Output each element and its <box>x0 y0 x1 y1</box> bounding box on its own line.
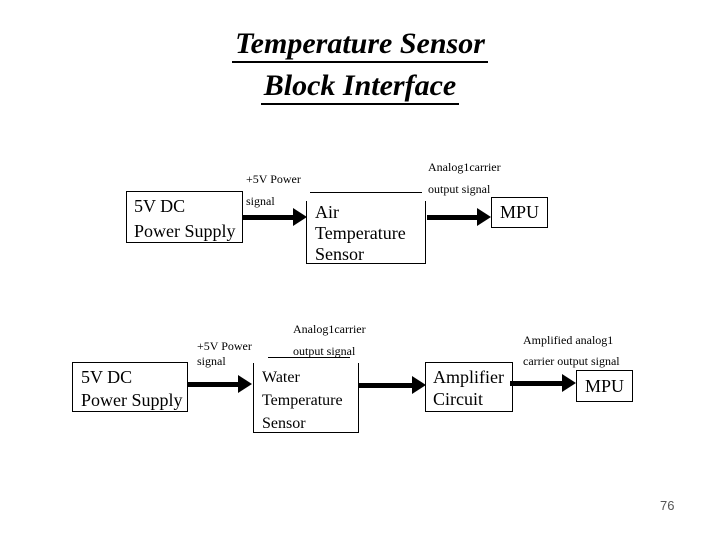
arrow-right-icon <box>238 375 252 393</box>
block-water-temperature-sensor: Water Temperature Sensor <box>253 363 359 433</box>
arrow-shaft <box>188 381 238 387</box>
block-power-supply-water: 5V DC Power Supply <box>72 362 188 412</box>
arrow-right-icon <box>412 376 426 394</box>
label-analog-carrier-water: Analog1carrier output signal <box>293 322 366 358</box>
arrow-right-icon <box>477 208 491 226</box>
arrow-amplifier-to-mpu <box>510 374 576 392</box>
label-power-signal-air: +5V Power signal <box>246 172 301 208</box>
block-mpu-water: MPU <box>576 370 633 402</box>
arrow-shaft <box>242 214 293 220</box>
air-sensor-top-edge-line <box>310 192 422 193</box>
title-line-1: Temperature Sensor <box>0 23 720 65</box>
block-amplifier-circuit: Amplifier Circuit <box>425 362 513 412</box>
label-power-signal-water: +5V Power signal <box>197 339 252 368</box>
water-sensor-top-edge-line <box>268 357 350 358</box>
label-amplified-carrier: Amplified analog1 carrier output signal <box>523 333 620 368</box>
block-mpu-air: MPU <box>491 197 548 228</box>
block-power-supply-air: 5V DC Power Supply <box>126 191 243 243</box>
title-line-2: Block Interface <box>0 65 720 107</box>
arrow-shaft <box>359 382 412 388</box>
arrow-water-sensor-to-amplifier <box>359 376 426 394</box>
arrow-right-icon <box>562 374 576 392</box>
arrow-shaft <box>427 214 477 220</box>
arrow-shaft <box>510 380 562 386</box>
block-air-temperature-sensor: Air Temperature Sensor <box>306 201 426 264</box>
arrow-right-icon <box>293 208 307 226</box>
arrow-psu-to-air-sensor <box>242 208 307 226</box>
arrow-air-sensor-to-mpu <box>427 208 491 226</box>
arrow-psu-to-water-sensor <box>188 375 252 393</box>
label-analog-carrier-air: Analog1carrier output signal <box>428 160 501 196</box>
slide-title: Temperature Sensor Block Interface <box>0 23 720 107</box>
page-number: 76 <box>660 498 675 513</box>
